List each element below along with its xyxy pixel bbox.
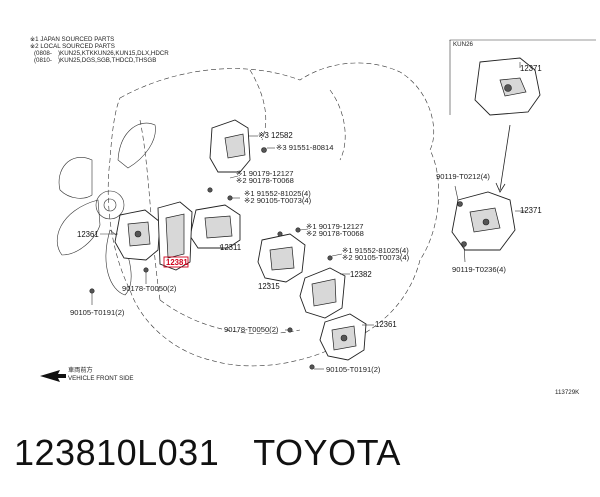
label-90105-t0191-left: 90105-T0191(2) <box>70 308 125 317</box>
vehicle-front-indicator: 車両前方 VEHICLE FRONT SIDE <box>40 366 134 382</box>
label-90178-t0068-a: ※2 90178-T0068 <box>236 176 294 185</box>
bracket-12382: 12382 <box>299 267 372 319</box>
label-90105-t0073-a: ※2 90105-T0073(4) <box>244 196 312 205</box>
note-applicability-1-models: )KUN25,KTKKUN26,KUN15,DLX,HDCR <box>58 50 169 57</box>
notes-block: ※1 JAPAN SOURCED PARTS ※2 LOCAL SOURCED … <box>30 36 169 64</box>
bracket-12315: ※1 90179-12127 ※2 90178-T0068 ※1 91552-8… <box>257 222 410 291</box>
bracket-12582: ※3 12582 ※3 91551-80814 <box>209 119 333 173</box>
label-91552-81025-b: ※1 91552-81025(4) <box>342 246 409 255</box>
part-number: 123810L031 <box>14 432 220 473</box>
note-local-sourced: ※2 LOCAL SOURCED PARTS <box>30 43 115 50</box>
bracket-12311: ※1 90179-12127 ※2 90178-T0068 ※1 91552-8… <box>189 169 312 252</box>
left-mount-assembly: 12361 12381 90178-T0050(2) 90105-T0191(2… <box>70 201 193 317</box>
label-90105-t0073-b: ※2 90105-T0073(4) <box>342 253 410 262</box>
note-applicability-1-date: (0808- <box>34 50 52 57</box>
front-arrow-icon <box>40 370 66 382</box>
engine-outline <box>107 62 439 367</box>
label-12582: ※3 12582 <box>258 131 293 140</box>
label-12382: 12382 <box>350 270 372 279</box>
label-12361-left: 12361 <box>77 230 99 239</box>
highlight-box-12381 <box>163 256 189 268</box>
label-90119-t0212: 90119-T0212(4) <box>436 172 490 181</box>
inset-kun26: KUN26 12371 <box>449 39 596 193</box>
label-90178-t0050-bottom: 90178-T0050(2) <box>224 325 279 334</box>
brand-name: TOYOTA <box>253 432 401 473</box>
note-applicability-2-date: (0810- <box>34 57 52 64</box>
direction-jp: 車両前方 <box>68 366 93 374</box>
label-90119-t0236: 90119-T0236(4) <box>452 265 506 274</box>
label-91551-80814: ※3 91551-80814 <box>276 143 333 152</box>
label-90179-12127-a: ※1 90179-12127 <box>236 169 293 178</box>
label-12361-right: 12361 <box>375 320 397 329</box>
label-90179-12127-b: ※1 90179-12127 <box>306 222 363 231</box>
label-90178-t0050-left: 90178-T0050(2) <box>122 284 177 293</box>
label-90105-t0191-bottom: 90105-T0191(2) <box>326 365 381 374</box>
inset-title: KUN26 <box>453 41 474 48</box>
parts-diagram: ※1 JAPAN SOURCED PARTS ※2 LOCAL SOURCED … <box>30 36 596 396</box>
label-12371-top: 12371 <box>520 64 542 73</box>
lower-mount-assembly: 12361 90178-T0050(2) 90105-T0191(2) <box>224 313 397 374</box>
note-japan-sourced: ※1 JAPAN SOURCED PARTS <box>30 36 114 43</box>
right-mount-assembly: 90119-T0212(4) 12371 90119-T0236(4) <box>436 172 542 274</box>
label-12371-right: 12371 <box>520 206 542 215</box>
footer-caption: 123810L031 TOYOTA <box>14 432 594 482</box>
engine-fan <box>57 122 156 296</box>
label-90178-t0068-b: ※2 90178-T0068 <box>306 229 364 238</box>
label-12381: 12381 <box>166 258 188 267</box>
note-applicability-2-models: )KUN25,DGS,SGB,THDCD,THSGB <box>58 57 156 64</box>
direction-en: VEHICLE FRONT SIDE <box>68 375 134 382</box>
label-12315: 12315 <box>258 282 280 291</box>
label-12311: 12311 <box>220 243 241 252</box>
figure-code: 113729K <box>555 389 580 396</box>
label-91552-81025-a: ※1 91552-81025(4) <box>244 189 311 198</box>
